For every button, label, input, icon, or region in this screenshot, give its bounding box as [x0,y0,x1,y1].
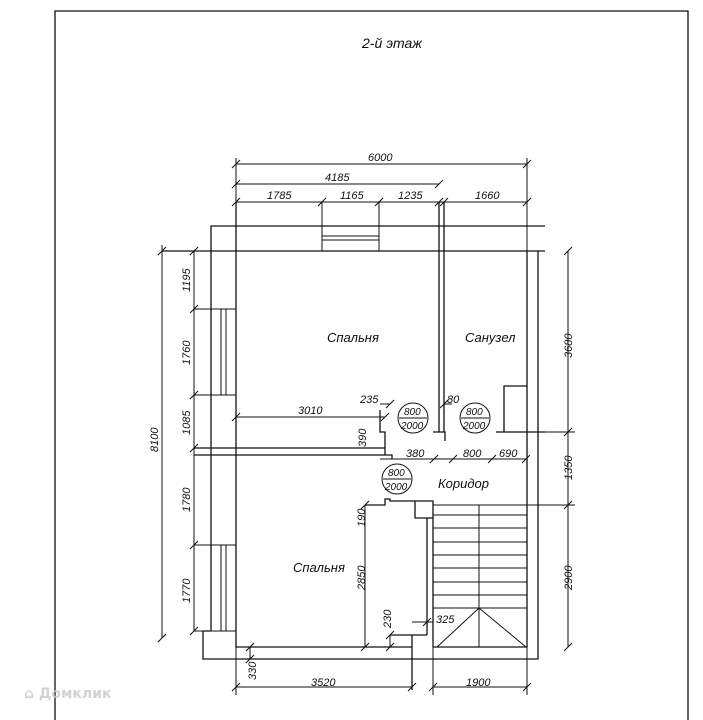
dim-80: 80 [447,394,460,406]
room-bedroom-bottom: Спальня [293,560,345,575]
svg-text:2000: 2000 [462,421,486,432]
dim-bottom-1900: 1900 [466,677,491,689]
watermark-logo: ⌂ Домклик [24,686,112,702]
dim-top-1785: 1785 [267,190,292,202]
dim-top-total: 6000 [368,152,393,164]
dim-right-2900: 2900 [563,565,575,591]
dim-top-1660: 1660 [475,190,500,202]
dim-bottom-3520: 3520 [311,677,336,689]
svg-text:2000: 2000 [400,421,424,432]
dim-190: 190 [356,508,368,527]
dim-800: 800 [463,448,482,460]
dim-2850: 2850 [356,565,368,591]
dim-left-1085: 1085 [181,410,193,435]
dim-left-1760: 1760 [181,340,193,365]
drawing-frame [54,10,689,720]
dim-bottom-330: 330 [247,661,259,680]
windows [194,202,380,632]
dim-690: 690 [499,448,518,460]
dim-325: 325 [436,614,455,626]
svg-text:800: 800 [466,407,483,418]
room-bedroom-top: Спальня [327,330,379,345]
door-marker: 800 2000 [397,402,429,434]
dim-right-3680: 3680 [563,333,575,358]
dim-top-1165: 1165 [340,190,365,202]
dim-235: 235 [359,394,379,406]
walls [162,202,545,690]
dim-left-total: 8100 [149,427,161,452]
staircase [433,504,527,648]
door-marker: 800 2000 [459,402,491,434]
dim-top-4185: 4185 [325,172,350,184]
svg-text:2000: 2000 [384,482,408,493]
dim-380: 380 [406,448,425,460]
dimension-lines [157,158,575,695]
dim-left-1780: 1780 [181,487,193,512]
dim-left-1195: 1195 [181,267,193,292]
svg-text:800: 800 [404,407,421,418]
svg-text:800: 800 [388,468,405,479]
dim-left-1770: 1770 [181,578,193,603]
dim-390: 390 [357,428,369,447]
room-corridor: Коридор [438,476,489,491]
floor-title: 2-й этаж [361,35,423,51]
dim-3010: 3010 [298,405,323,417]
dim-right-1350: 1350 [563,455,575,480]
door-marker: 800 2000 [381,463,413,495]
room-bathroom: Санузел [465,330,516,345]
dim-230: 230 [382,609,394,629]
watermark-text: Домклик [38,686,112,702]
dim-top-1235: 1235 [398,190,423,202]
